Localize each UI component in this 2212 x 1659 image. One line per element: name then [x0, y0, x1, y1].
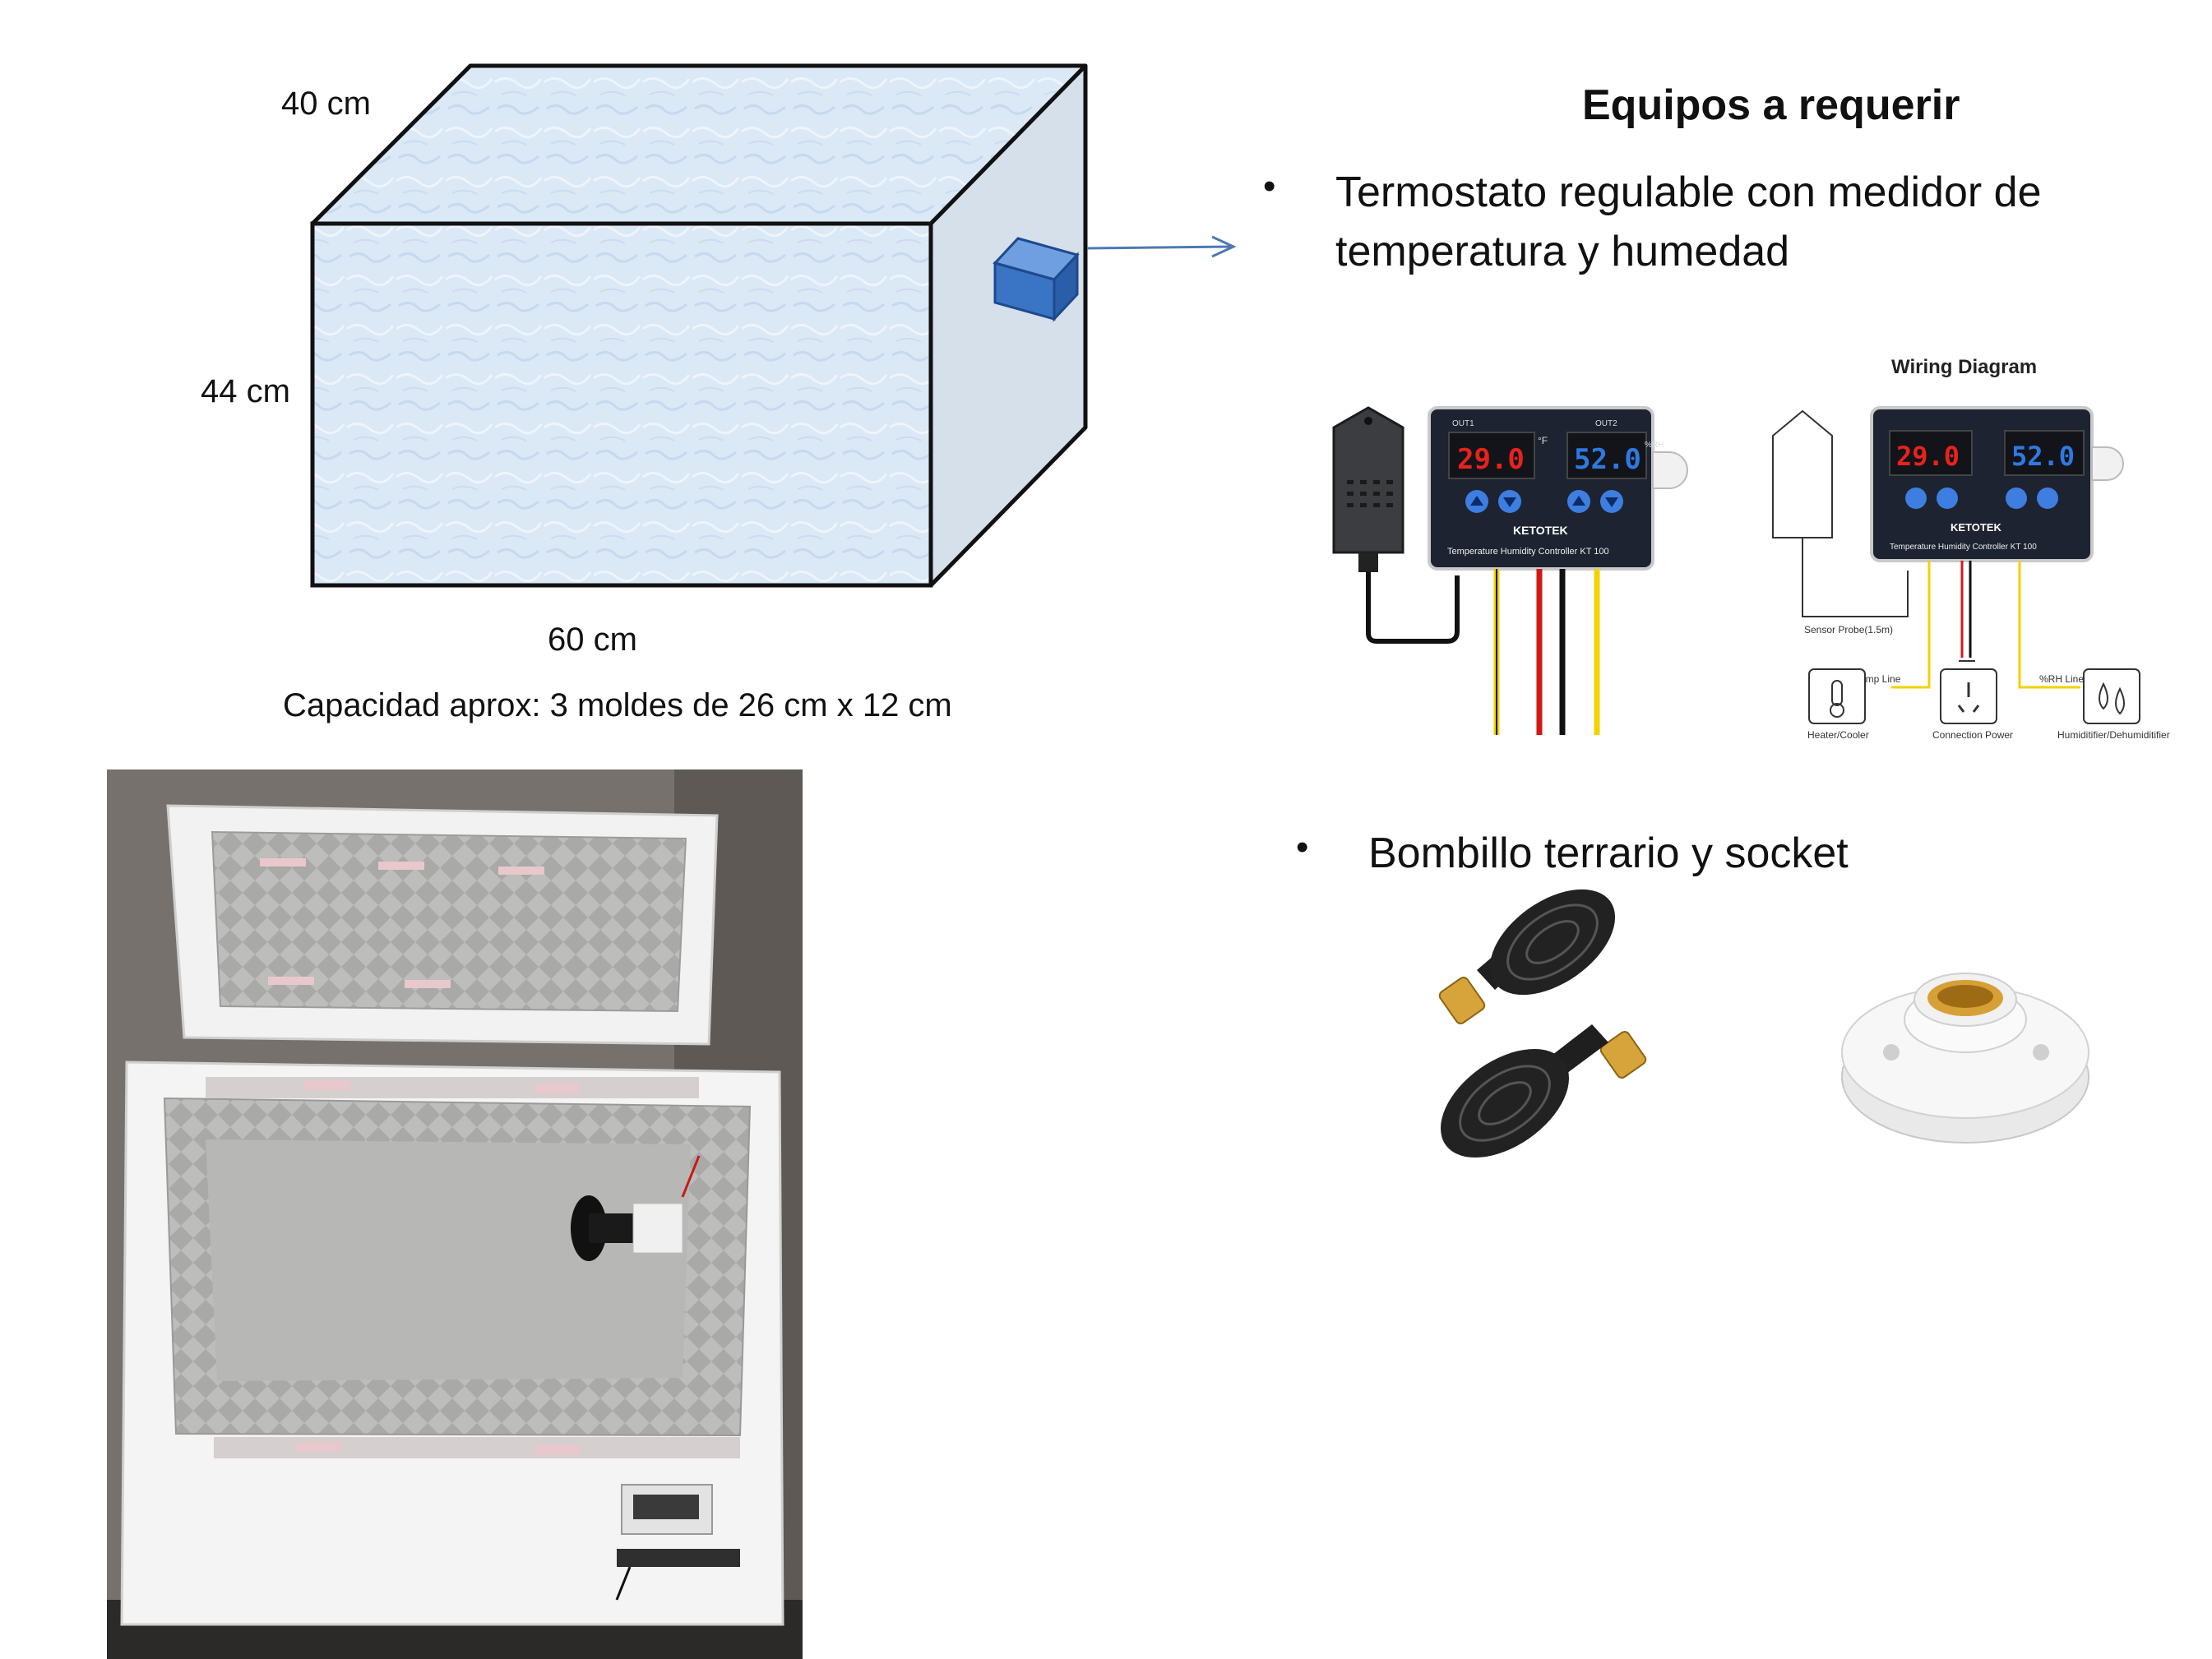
installed-thermostat — [615, 1484, 740, 1601]
sensor-probe-outline — [1772, 409, 1909, 617]
heater-label: Heater/Cooler — [1807, 729, 1869, 741]
humidifier-label: Humiditifier/Dehumiditifier — [2057, 729, 2170, 741]
power-box — [1940, 668, 1997, 724]
height-label: 44 cm — [201, 373, 290, 409]
incubator-photo — [107, 769, 803, 1659]
equipment-heading: Equipos a requerir — [1582, 81, 1960, 129]
humidity-reading: 52.0 — [1574, 443, 1641, 476]
power-label: Connection Power — [1932, 729, 2013, 741]
heat-bulb — [1440, 1024, 1647, 1158]
wiring-diagram-title: Wiring Diagram — [1891, 356, 2037, 378]
rh-line-label: %RH Line — [2039, 673, 2084, 685]
bullet: • — [1296, 827, 1309, 867]
list-item-thermostat: • Termostato regulable con medidor de te… — [1263, 163, 2184, 281]
box-front-face — [310, 221, 933, 588]
bullet: • — [1263, 166, 1276, 206]
installed-heat-bulb — [571, 1155, 701, 1261]
thermostat-product-image: 29.0 52.0 OUT1 OUT2 °F %RH KETOTEK Tempe… — [1332, 406, 1688, 735]
incubator-body — [120, 1061, 784, 1626]
model-label: Temperature Humidity Controller KT 100 — [1447, 547, 1609, 557]
wiring-controller: 29.0 52.0 KETOTEK Temperature Humidity C… — [1870, 406, 2124, 562]
list-item-bulb: • Bombillo terrario y socket — [1296, 824, 2118, 883]
wiring-temp-reading: 29.0 — [1896, 441, 1960, 472]
button-group — [1465, 490, 1623, 513]
brand-label: KETOTEK — [1513, 524, 1568, 537]
capacity-caption: Capacidad aprox: 3 moldes de 26 cm x 12 … — [283, 687, 952, 723]
controller-unit: 29.0 52.0 OUT1 OUT2 °F %RH KETOTEK Tempe… — [1428, 406, 1688, 571]
wiring-model-label: Temperature Humidity Controller KT 100 — [1890, 543, 2037, 552]
lamp-socket-image — [1841, 973, 2089, 1144]
temp-line-label: Temp Line — [1855, 673, 1901, 685]
heat-bulb — [1438, 889, 1616, 1024]
out1-label: OUT1 — [1452, 419, 1474, 428]
list-item-text: Termostato regulable con medidor de temp… — [1335, 169, 2042, 275]
humidifier-box — [2083, 668, 2140, 724]
wiring-lines — [1891, 561, 2080, 689]
incubator-box-diagram — [310, 63, 1237, 588]
ceramic-heat-bulbs-image — [1438, 889, 1647, 1158]
wiring-humidity-reading: 52.0 — [2011, 441, 2075, 472]
list-item-text: Bombillo terrario y socket — [1368, 830, 1849, 877]
out2-label: OUT2 — [1595, 419, 1617, 428]
wiring-brand-label: KETOTEK — [1951, 521, 2001, 534]
temp-reading: 29.0 — [1457, 443, 1525, 476]
width-label: 60 cm — [548, 622, 637, 658]
incubator-lid — [166, 804, 719, 1046]
controller-wires — [1493, 569, 1600, 735]
temp-unit: °F — [1538, 435, 1548, 446]
heater-box — [1808, 668, 1866, 724]
depth-label: 40 cm — [281, 85, 371, 122]
wiring-diagram: Wiring Diagram Sensor Probe(1.5m) 29.0 5… — [1772, 356, 2170, 741]
pointer-arrow — [1086, 235, 1237, 258]
humidity-unit: %RH — [1645, 441, 1664, 450]
sensor-probe-label: Sensor Probe(1.5m) — [1804, 624, 1893, 635]
thermostat-block — [993, 237, 1080, 322]
humidity-sensor-probe — [1332, 406, 1460, 644]
